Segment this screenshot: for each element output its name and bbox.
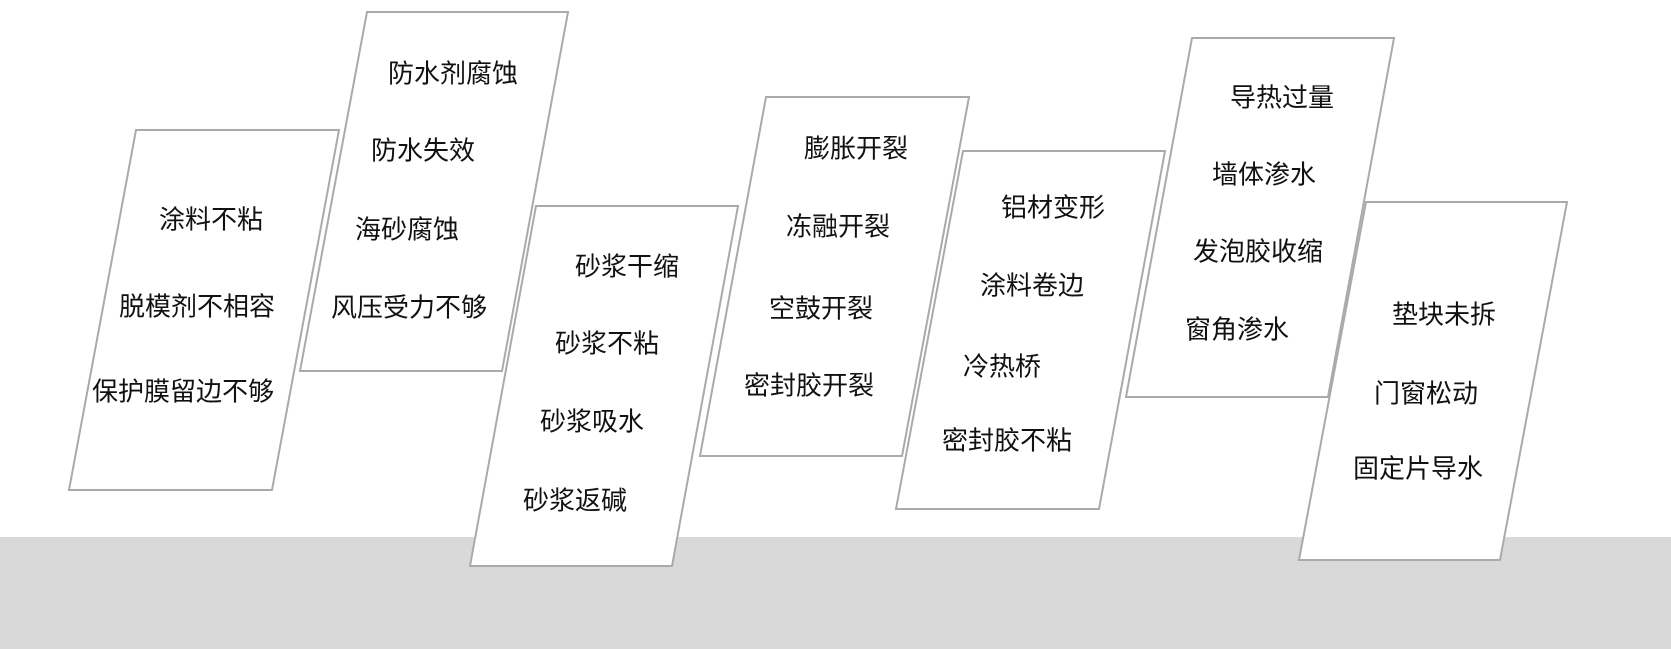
item-label: 砂浆返碱 [523,487,627,517]
item-label: 门窗松动 [1374,380,1478,410]
item-label: 防水失效 [371,137,475,167]
item-label: 防水剂腐蚀 [388,60,518,90]
item-label: 膨胀开裂 [804,135,908,165]
group-5: 铝材变形 涂料卷边 冷热桥 密封胶不粘 [894,150,1167,510]
item-label: 空鼓开裂 [769,295,873,325]
item-label: 密封胶开裂 [744,372,874,402]
parallelogram-box [698,96,971,457]
group-2: 防水剂腐蚀 防水失效 海砂腐蚀 风压受力不够 [298,11,570,372]
item-label: 固定片导水 [1353,455,1483,485]
parallelogram-box [298,11,570,372]
item-label: 发泡胶收缩 [1193,238,1323,268]
item-label: 垫块未拆 [1392,301,1496,331]
item-label: 密封胶不粘 [942,427,1072,457]
item-label: 砂浆不粘 [555,330,659,360]
item-label: 冻融开裂 [786,213,890,243]
parallelogram-box [1297,201,1569,561]
item-label: 砂浆吸水 [540,408,644,438]
item-label: 涂料卷边 [980,272,1084,302]
parallelogram-box [894,150,1167,510]
item-label: 铝材变形 [1001,194,1105,224]
item-label: 导热过量 [1230,84,1334,114]
group-3: 砂浆干缩 砂浆不粘 砂浆吸水 砂浆返碱 [468,205,740,567]
item-label: 冷热桥 [963,353,1041,383]
parallelogram-box [67,129,341,491]
item-label: 墙体渗水 [1212,161,1316,191]
parallelogram-box [1124,37,1396,398]
item-label: 窗角渗水 [1185,316,1289,346]
group-1: 涂料不粘 脱模剂不相容 保护膜留边不够 [67,129,341,491]
group-7: 垫块未拆 门窗松动 固定片导水 [1297,201,1569,561]
item-label: 脱模剂不相容 [119,293,275,323]
parallelogram-box [468,205,740,567]
item-label: 砂浆干缩 [575,253,679,283]
item-label: 涂料不粘 [159,206,263,236]
item-label: 保护膜留边不够 [92,378,274,408]
item-label: 风压受力不够 [331,294,487,324]
item-label: 海砂腐蚀 [355,216,459,246]
group-6: 导热过量 墙体渗水 发泡胶收缩 窗角渗水 [1124,37,1396,398]
group-4: 膨胀开裂 冻融开裂 空鼓开裂 密封胶开裂 [698,96,971,457]
